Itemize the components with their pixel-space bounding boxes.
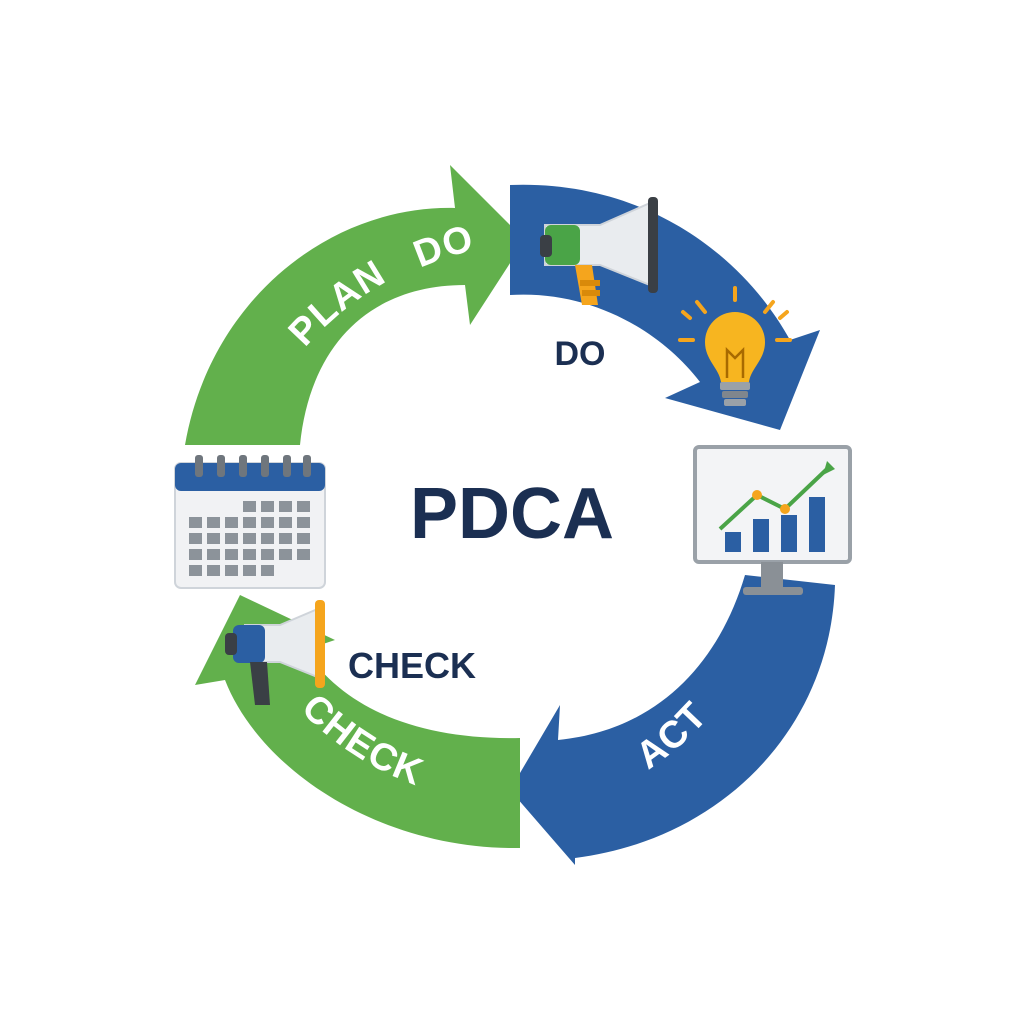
- calendar-cell: [207, 565, 220, 576]
- lightbulb-icon: [678, 286, 792, 406]
- calendar-cell: [189, 517, 202, 528]
- calendar-icon: [174, 455, 326, 589]
- calendar-cell: [207, 549, 220, 560]
- calendar-cell: [225, 549, 238, 560]
- calendar-cell: [297, 501, 310, 512]
- calendar-cell: [279, 501, 292, 512]
- megaphone-icon: [225, 600, 325, 705]
- calendar-cell: [261, 517, 274, 528]
- check-label: CHECK: [348, 645, 476, 686]
- calendar-cell: [225, 517, 238, 528]
- calendar-cell: [279, 549, 292, 560]
- monitor-chart-icon: [693, 445, 852, 595]
- do-arrow: [510, 184, 820, 430]
- calendar-cell: [207, 517, 220, 528]
- calendar-cell: [225, 565, 238, 576]
- calendar-cell: [189, 549, 202, 560]
- calendar-cell: [243, 549, 256, 560]
- center-title: PDCA: [410, 474, 614, 554]
- calendar-cell: [243, 565, 256, 576]
- calendar-cell: [243, 501, 256, 512]
- megaphone-icon: [540, 197, 658, 305]
- calendar-cell: [297, 549, 310, 560]
- calendar-cell: [207, 533, 220, 544]
- do-label: DO: [555, 335, 606, 373]
- calendar-cell: [189, 565, 202, 576]
- act-arrow: [510, 575, 835, 865]
- calendar-cell: [279, 533, 292, 544]
- calendar-cell: [243, 517, 256, 528]
- calendar-cell: [297, 517, 310, 528]
- calendar-cell: [261, 501, 274, 512]
- calendar-cell: [261, 533, 274, 544]
- calendar-cell: [225, 533, 238, 544]
- calendar-cell: [279, 517, 292, 528]
- calendar-cell: [261, 565, 274, 576]
- plan-arrow: [185, 165, 525, 445]
- calendar-cell: [189, 533, 202, 544]
- calendar-cell: [243, 533, 256, 544]
- calendar-cell: [297, 533, 310, 544]
- calendar-cell: [261, 549, 274, 560]
